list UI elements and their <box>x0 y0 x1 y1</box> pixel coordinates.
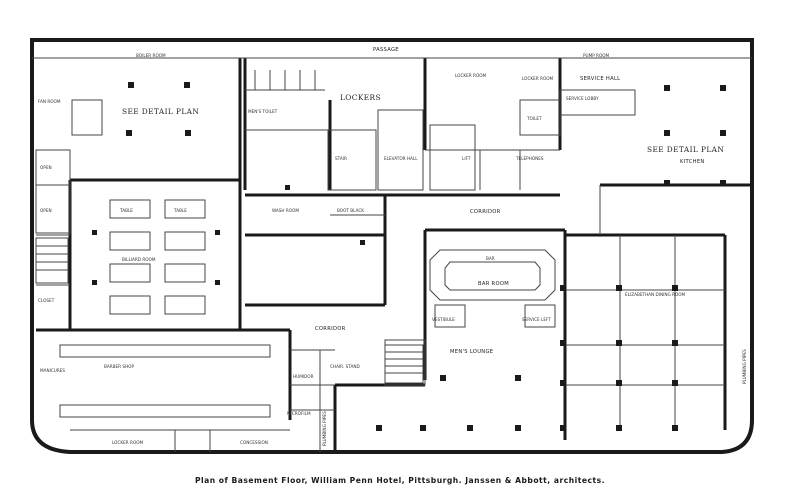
label-boot-black: BOOT BLACK <box>337 208 364 213</box>
label-wash-room: WASH ROOM <box>272 208 299 213</box>
label-corridor-lower: CORRIDOR <box>315 326 346 332</box>
label-corridor-upper: CORRIDOR <box>470 209 501 215</box>
label-boiler-room: BOILER ROOM <box>136 53 166 58</box>
label-lockers: LOCKERS <box>340 93 381 102</box>
label-service-left: SERVICE LEFT <box>522 317 551 322</box>
label-passage: PASSAGE <box>373 47 399 53</box>
label-open-2: OPEN <box>40 208 52 213</box>
label-elevator-hall: ELEVATOR HALL <box>384 156 418 161</box>
label-barber-shop: BARBER SHOP <box>104 364 135 369</box>
label-chair-stand: CHAIR. STAND <box>330 364 360 369</box>
label-concession: CONCESSION <box>240 440 268 445</box>
label-bar: BAR <box>486 256 495 261</box>
label-pump-room: PUMP ROOM <box>583 53 610 58</box>
label-fan-room: FAN ROOM <box>38 99 61 104</box>
label-kitchen: KITCHEN <box>680 159 705 165</box>
label-locker-room-bottom: LOCKER ROOM <box>112 440 144 445</box>
label-microfilm: MICROFILM <box>287 411 311 416</box>
partitions <box>32 57 752 452</box>
label-plumbing-pipes-left: PLUMBING PIPES <box>322 411 327 446</box>
label-table-1: TABLE <box>119 208 133 213</box>
label-lift: LIFT <box>462 156 471 161</box>
label-mens-lounge: MEN'S LOUNGE <box>450 349 493 355</box>
interior-walls <box>36 58 752 450</box>
label-locker-room-2: LOCKER ROOM <box>522 76 554 81</box>
label-elizabethan-dining-room: ELIZABETHAN DINING ROOM <box>625 292 686 297</box>
label-see-detail-plan-right: SEE DETAIL PLAN <box>647 145 724 154</box>
structural-columns <box>92 82 726 431</box>
label-locker-room-top: LOCKER ROOM <box>455 73 487 78</box>
label-bar-room: BAR ROOM <box>478 281 509 287</box>
label-vestibule: VESTIBULE <box>432 317 455 322</box>
basement-floor-plan: PASSAGE FAN ROOM SEE DETAIL PLAN MEN'S T… <box>30 38 754 454</box>
label-service-hall: SERVICE HALL <box>580 76 620 82</box>
label-table-2: TABLE <box>173 208 187 213</box>
outer-walls <box>30 38 754 454</box>
label-closet: CLOSET <box>38 298 55 303</box>
label-stair: STAIR <box>335 156 347 161</box>
label-humidor: HUMIDOR <box>293 374 314 379</box>
label-billiard-room: BILLIARD ROOM <box>122 257 156 262</box>
label-see-detail-plan-left: SEE DETAIL PLAN <box>122 107 199 116</box>
label-toilet: TOILET <box>526 116 542 121</box>
plan-caption: Plan of Basement Floor, William Penn Hot… <box>194 476 606 485</box>
label-plumbing-pipes-right: PLUMBING PIPES <box>742 349 747 384</box>
label-telephones: TELEPHONES <box>515 156 544 161</box>
label-mens-toilet: MEN'S TOILET <box>248 109 278 114</box>
label-service-lobby: SERVICE LOBBY <box>566 96 599 101</box>
label-manicures: MANICURES <box>40 368 65 373</box>
label-open-1: OPEN <box>40 165 52 170</box>
